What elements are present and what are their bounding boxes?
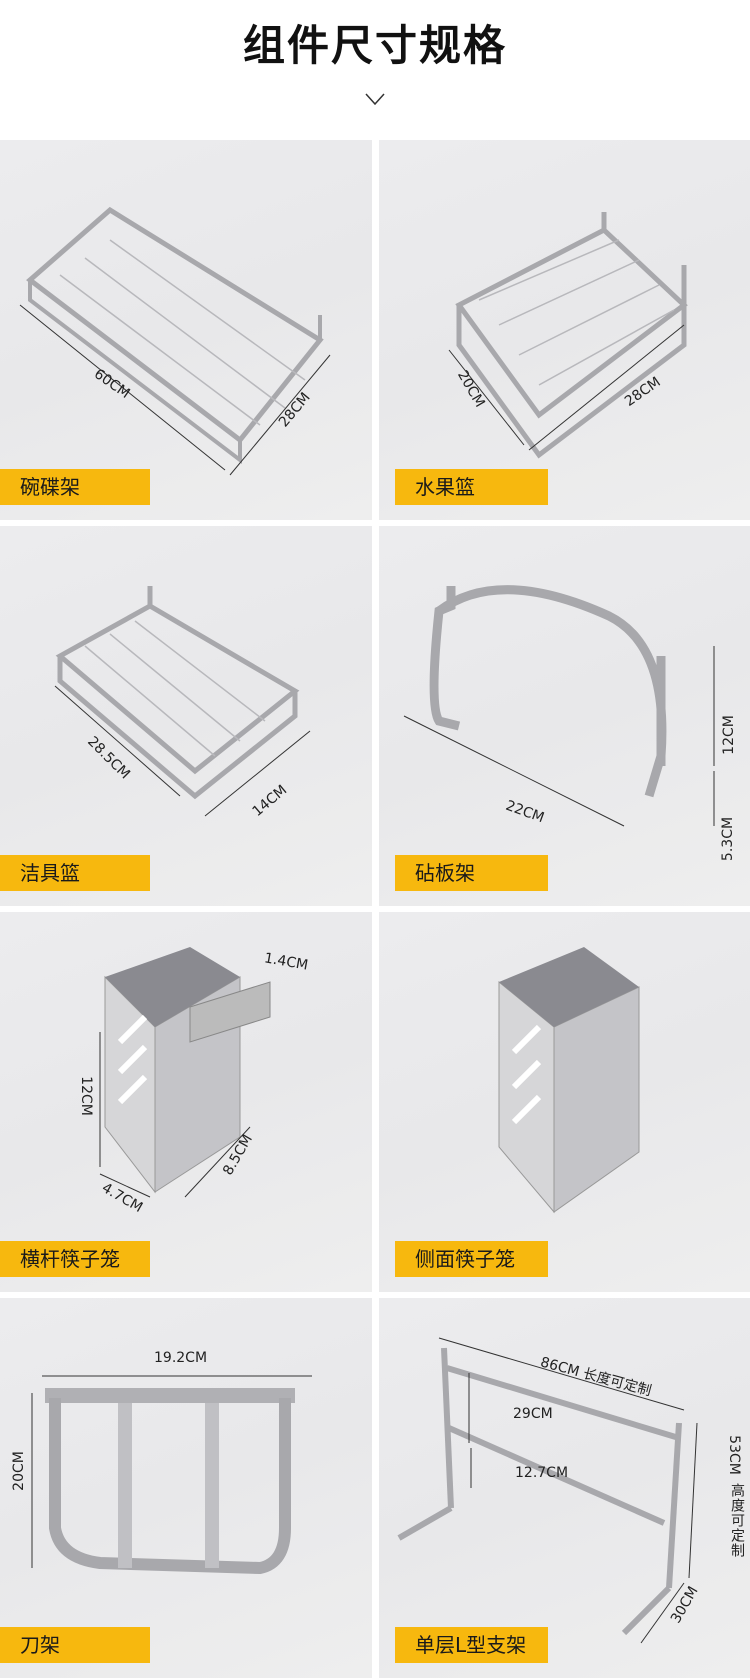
product-label: 横杆筷子笼	[0, 1241, 150, 1277]
dimension-label: 20CM	[10, 1451, 27, 1491]
dimension-label: 12.7CM	[515, 1465, 569, 1481]
chevron-down-icon	[365, 93, 385, 106]
product-card-cutting-board-rack: 22CM 12CM 5.3CM 砧板架	[379, 526, 750, 906]
dimension-label: 12CM	[720, 715, 737, 755]
page-title: 组件尺寸规格	[242, 21, 507, 70]
product-label: 刀架	[0, 1627, 150, 1663]
product-card-dish-rack: 60CM 28CM 碗碟架	[0, 140, 372, 520]
dimension-label: 29CM	[513, 1406, 553, 1422]
product-card-l-bracket: 86CM 长度可定制 29CM 12.7CM 53CM 高度可定制 30CM 单…	[379, 1298, 750, 1678]
product-label: 水果篮	[395, 469, 548, 505]
product-card-side-chopstick-holder: 侧面筷子笼	[379, 912, 750, 1292]
dimension-label: 53CM	[725, 1435, 742, 1475]
cutting-board-rack-image	[403, 585, 715, 827]
product-label: 单层L型支架	[395, 1627, 548, 1663]
bar-chopstick-holder-image	[99, 947, 271, 1198]
dimension-label: 5.3CM	[720, 816, 737, 862]
l-bracket-image	[397, 1337, 698, 1644]
dimension-label: 高度可定制	[729, 1483, 745, 1558]
knife-rack-image	[31, 1375, 312, 1575]
product-card-bar-chopstick-holder: 1.4CM 12CM 8.5CM 4.7CM 横杆筷子笼	[0, 912, 372, 1292]
fruit-basket-image	[448, 212, 688, 459]
dimension-label: 12CM	[77, 1076, 94, 1116]
cleaning-basket-image	[54, 586, 311, 817]
product-label: 碗碟架	[0, 469, 150, 505]
product-label: 洁具篮	[0, 855, 150, 891]
product-label: 砧板架	[395, 855, 548, 891]
product-card-fruit-basket: 20CM 28CM 水果篮	[379, 140, 750, 520]
side-chopstick-holder-image	[498, 947, 640, 1214]
dish-rack-image	[19, 206, 331, 476]
dimension-label: 19.2CM	[154, 1350, 208, 1366]
product-card-cleaning-basket: 28.5CM 14CM 洁具篮	[0, 526, 372, 906]
product-label: 侧面筷子笼	[395, 1241, 548, 1277]
product-card-knife-rack: 19.2CM 20CM 刀架	[0, 1298, 372, 1678]
